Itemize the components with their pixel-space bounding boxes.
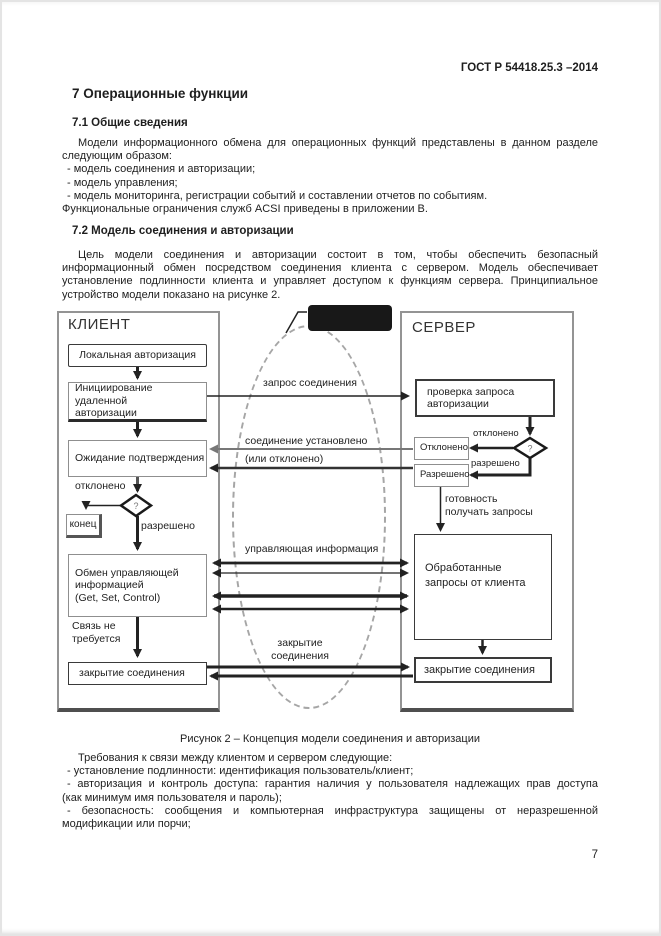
figure-caption: Рисунок 2 – Концепция модели соединения … [180, 733, 480, 745]
list-item: - модель мониторинга, регистрации событи… [67, 189, 488, 202]
server-frame-title: СЕРВЕР [412, 319, 476, 336]
node-end: конец [66, 514, 102, 538]
server-frame [400, 311, 574, 712]
node-label: Локальная авторизация [79, 349, 196, 362]
client-decision-diamond [118, 493, 154, 518]
paragraph-line: Функциональные ограничения служб ACSI пр… [62, 202, 428, 215]
list-item: - установление подлинности: идентификаци… [67, 765, 414, 778]
node-label: авторизации [75, 407, 137, 420]
edge-label-line: получать запросы [445, 505, 533, 518]
node-label: (Get, Set, Control) [75, 591, 161, 604]
node-label: проверка запроса [427, 385, 515, 398]
node-label: запросы от клиента [425, 577, 526, 589]
list-item: - модель управления; [67, 176, 178, 189]
paragraph-line: следующим образом: [62, 150, 172, 163]
edge-label-established: соединение установлено [245, 435, 368, 447]
client-frame [57, 311, 220, 712]
edge-label-allowed-client: разрешено [141, 520, 195, 532]
edge-label-declined-client: отклонено [75, 480, 126, 492]
node-close-connection-server: закрытие соединения [414, 657, 552, 683]
edge-label-closing: закрытие соединения [255, 637, 345, 662]
list-item: - безопасность: сообщения и компьютерная… [67, 804, 598, 817]
edge-label-line: Связь не [72, 620, 116, 632]
node-processed-requests: Обработанные запросы от клиента [414, 534, 552, 640]
paragraph-7-2: Цель модели соединения и авторизации сос… [62, 249, 598, 302]
edge-label-line: соединения [271, 649, 329, 662]
edge-label-control-info: управляющая информация [245, 543, 379, 555]
document-header: ГОСТ Р 54418.25.3 –2014 [460, 62, 598, 74]
node-label: конец [69, 518, 97, 530]
edge-label-request: запрос соединения [263, 377, 357, 389]
node-label: Ожидание подтверждения [75, 452, 205, 465]
paragraph-line: Модели информационного обмена для операц… [78, 137, 598, 149]
diagram-connectors: ? ? [81, 311, 549, 681]
node-allowed: Разрешено [414, 464, 470, 487]
server-decision-question: ? [527, 444, 532, 454]
section-title: 7 Операционные функции [72, 86, 249, 101]
edge-label-line: закрытие [277, 637, 323, 649]
figure-2-diagram: ? ? КЛИЕНТ СЕРВЕР Локальная авторизация … [55, 304, 575, 716]
edge-label-no-link: Связь не требуется [72, 620, 120, 645]
edge-label-line: готовность [445, 493, 498, 505]
paragraph-requirements: Требования к связи между клиентом и серв… [62, 752, 598, 831]
redacted-label-leader [285, 311, 307, 334]
list-item: - авторизация и контроль доступа: гарант… [67, 778, 598, 791]
server-decision-diamond [511, 436, 549, 460]
node-label: Инициирование удаленной [75, 382, 153, 407]
node-close-connection-client: закрытие соединения [68, 662, 207, 685]
node-declined: Отклонено [414, 437, 469, 460]
edge-label-or-declined: (или отклонено) [245, 453, 324, 465]
node-label: закрытие соединения [79, 667, 185, 680]
node-label: закрытие соединения [424, 663, 535, 676]
paragraph-line: модификации или порчи; [62, 817, 191, 830]
subsection-7-1-title: 7.1 Общие сведения [72, 117, 188, 129]
paragraph-7-1: Модели информационного обмена для операц… [62, 137, 598, 216]
node-init-remote-auth: Инициирование удаленной авторизации [68, 382, 207, 422]
node-label: Отклонено [420, 442, 468, 454]
paragraph-line: устройство модели показано на рисунке 2. [62, 288, 281, 301]
paragraph-line: Требования к связи между клиентом и серв… [78, 752, 393, 764]
page-number: 7 [591, 849, 598, 861]
node-label: Обмен управляющей [75, 566, 179, 579]
list-item: - модель соединения и авторизации; [67, 163, 256, 176]
node-label: Разрешено [420, 469, 470, 481]
node-label: Обработанные [425, 562, 502, 574]
node-wait-confirmation: Ожидание подтверждения [68, 440, 207, 477]
paragraph-line: Цель модели соединения и авторизации сос… [78, 249, 598, 261]
edge-label-allowed-server: разрешено [471, 458, 520, 469]
edge-label-ready: готовность получать запросы [445, 493, 533, 518]
node-label: авторизации [427, 398, 489, 410]
client-decision-question: ? [133, 501, 138, 511]
node-local-authorization: Локальная авторизация [68, 344, 207, 367]
node-check-auth-request: проверка запроса авторизации [415, 379, 555, 417]
paragraph-line: установление подлинности клиента и управ… [62, 275, 598, 288]
node-label: информацией [75, 579, 144, 592]
arrow-decision-to-end [81, 501, 121, 510]
node-control-exchange: Обмен управляющей информацией (Get, Set,… [68, 554, 207, 617]
edge-label-declined-server: отклонено [473, 428, 519, 439]
paragraph-line: информационный обмен посредством соедине… [62, 262, 598, 275]
client-frame-title: КЛИЕНТ [68, 316, 131, 333]
arrow-decision-to-allowed [469, 458, 532, 480]
edge-label-line: требуется [72, 632, 121, 645]
subsection-7-2-title: 7.2 Модель соединения и авторизации [72, 225, 294, 237]
redacted-network-label [308, 305, 392, 331]
paragraph-line: (как минимум имя пользователя и пароль); [62, 791, 282, 804]
